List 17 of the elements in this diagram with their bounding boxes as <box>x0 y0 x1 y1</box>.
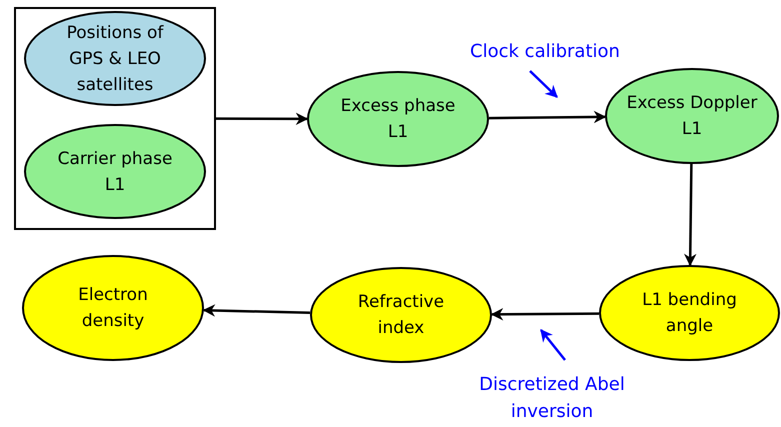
arrow <box>540 329 566 361</box>
arrow <box>684 164 696 266</box>
arrow <box>202 304 310 317</box>
node-label: Excess Doppler L1 <box>626 92 758 141</box>
annotation-text: Discretized Abel inversion <box>478 373 626 424</box>
annotation-text: Clock calibration <box>470 40 620 64</box>
node-label: L1 bending angle <box>641 289 738 338</box>
arrow <box>529 70 558 98</box>
node-label: Excess phase L1 <box>340 95 456 144</box>
arrow <box>216 112 308 126</box>
node-label: Electron density <box>77 284 149 333</box>
arrow <box>488 110 606 124</box>
node-label: Refractive index <box>356 291 446 340</box>
group-frame <box>14 7 216 230</box>
node-label: Carrier phase L1 <box>56 148 174 196</box>
arrow <box>490 308 600 321</box>
node-label: Positions of GPS & LEO satellites <box>66 22 165 96</box>
